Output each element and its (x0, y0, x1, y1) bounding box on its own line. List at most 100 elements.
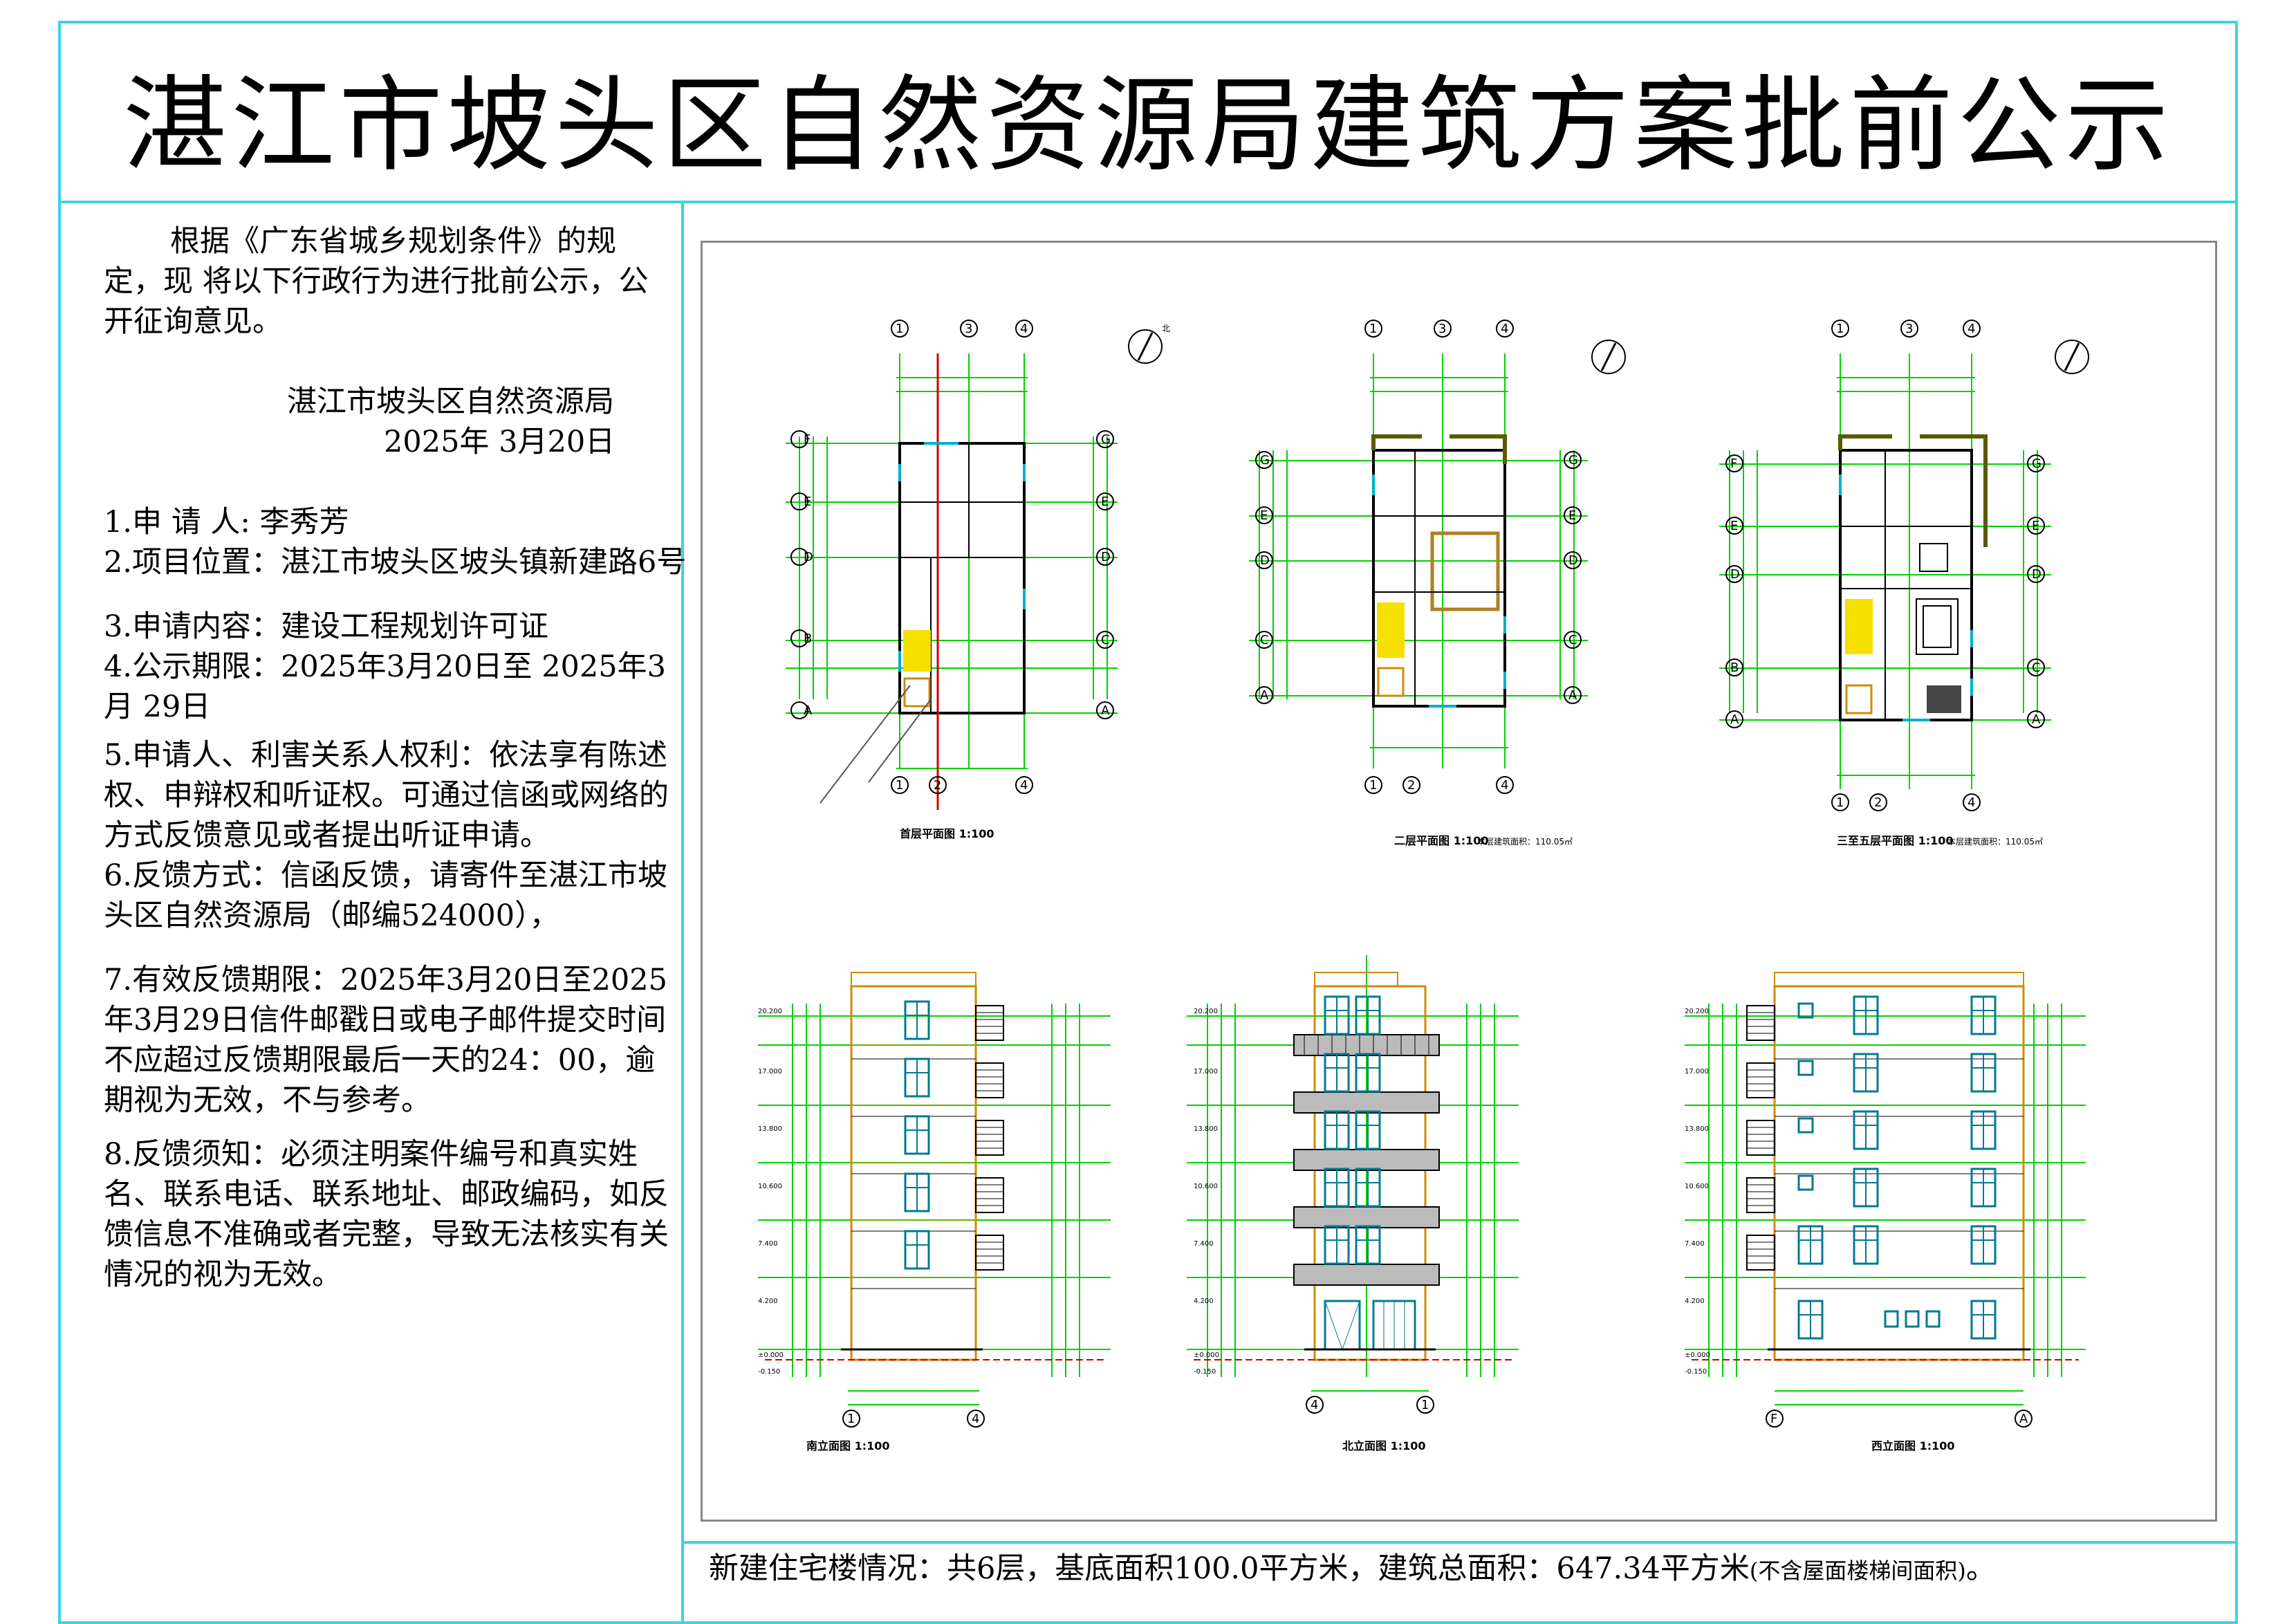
svg-text:G: G (1568, 453, 1578, 468)
level-label: ±0.000 (1194, 1351, 1219, 1359)
svg-text:F: F (1770, 1412, 1777, 1426)
svg-text:E: E (2032, 519, 2039, 533)
svg-text:D: D (2032, 567, 2041, 582)
issuer: 湛江市坡头区自然资源局 (287, 385, 614, 419)
plan2-area: 本层建筑面积：110.05㎡ (1477, 836, 1573, 847)
svg-text:E: E (1260, 508, 1268, 523)
south-elevation: 20.20017.00013.80010.6007.4004.200±0.000… (758, 972, 1111, 1452)
level-label: 17.000 (758, 1068, 782, 1076)
item-period: 4.公示期限：2025年3月20日至 2025年3月 29日 (104, 649, 666, 724)
level-label: -0.150 (1194, 1368, 1216, 1376)
level-label: 17.000 (1685, 1068, 1709, 1076)
level-label: 7.400 (758, 1240, 778, 1248)
svg-text:E: E (1101, 495, 1109, 509)
svg-text:4: 4 (972, 1412, 979, 1426)
svg-text:A: A (1568, 688, 1577, 703)
intro-paragraph: 根据《广东省城乡规划条件》的规定，现 将以下行政行为进行批前公示，公开征询意见。 (104, 224, 649, 339)
item-feedback-period: 7.有效反馈期限：2025年3月20日至2025年3月29日信件邮戳日或电子邮件… (104, 963, 667, 1118)
plan3-area: 本层建筑面积：110.05㎡ (1947, 836, 2043, 847)
svg-text:C: C (1568, 633, 1577, 647)
page-title: 湛江市坡头区自然资源局建筑方案批前公示 (122, 66, 2173, 186)
svg-text:1: 1 (896, 778, 903, 793)
svg-text:1: 1 (896, 322, 903, 336)
level-label: 7.400 (1685, 1240, 1705, 1248)
level-label: 4.200 (1194, 1298, 1214, 1305)
plan2-label: 二层平面图 1:100 (1394, 834, 1489, 847)
north-elevation: 20.200 17.000 13.800 10.600 7.400 4.200 ±0.000… (1187, 955, 1519, 1452)
level-label: -0.150 (758, 1368, 780, 1376)
building-summary: 新建住宅楼情况：共6层，基底面积100.0平方米，建筑总面积：647.34平方米… (709, 1548, 1996, 1591)
issue-date: 2025年 3月20日 (384, 425, 615, 459)
svg-text:B: B (1730, 661, 1739, 675)
level-label: 20.200 (1685, 1008, 1709, 1015)
svg-text:E: E (1568, 508, 1576, 523)
svg-text:2: 2 (1874, 795, 1882, 810)
svg-text:4: 4 (1020, 322, 1028, 336)
svg-text:3: 3 (1905, 322, 1913, 336)
notice-text: 根据《广东省城乡规划条件》的规定，现 将以下行政行为进行批前公示，公开征询意见。… (104, 221, 687, 1295)
level-label: ±0.000 (1685, 1351, 1710, 1359)
elev3-label: 西立面图 1:100 (1871, 1439, 1955, 1452)
svg-text:E: E (1730, 519, 1738, 533)
svg-text:C: C (2032, 661, 2041, 675)
svg-text:4: 4 (1967, 795, 1975, 810)
item-content: 3.申请内容：建设工程规划许可证 (104, 609, 549, 644)
level-label: 20.200 (758, 1008, 782, 1015)
architectural-drawings: F E D B A G E D C A 1 3 4 1 2 4 北 首层平面图 1:100 G E D C A (758, 320, 2089, 1452)
summary-note: (不含屋面楼梯间面积) (1749, 1558, 1966, 1584)
plan3-label: 三至五层平面图 1:100 (1837, 834, 1954, 847)
item-location: 2.项目位置：湛江市坡头区坡头镇新建路6号 (104, 545, 687, 580)
elev2-label: 北立面图 1:100 (1342, 1439, 1426, 1452)
level-label: 13.800 (1194, 1125, 1218, 1133)
item-feedback-method: 6.反馈方式：信函反馈，请寄件至湛江市坡头区自然资源局（邮编524000）， (104, 858, 668, 933)
svg-text:A: A (2032, 712, 2041, 727)
drawing-panel: F E D B A G E D C A 1 3 4 1 2 4 北 首层平面图 1:100 G E D C A (701, 241, 2217, 1522)
level-label: 13.800 (1685, 1125, 1709, 1133)
svg-text:1: 1 (1836, 795, 1844, 810)
svg-text:D: D (1260, 553, 1270, 568)
elev1-label: 南立面图 1:100 (806, 1439, 890, 1452)
item-rights: 5.申请人、利害关系人权利：依法享有陈述权、申辩权和听证权。可通过信函或网络的方… (104, 738, 669, 853)
svg-text:A: A (2019, 1412, 2028, 1426)
plan1-label: 首层平面图 1:100 (900, 827, 994, 840)
item-feedback-notice: 8.反馈须知：必须注明案件编号和真实姓名、联系电话、联系地址、邮政编码，如反馈信… (104, 1137, 669, 1292)
column-divider (681, 201, 684, 1624)
svg-text:1: 1 (1369, 322, 1377, 336)
svg-text:1: 1 (1836, 322, 1844, 336)
svg-text:2: 2 (1407, 778, 1415, 793)
svg-text:3: 3 (965, 322, 972, 336)
svg-text:G: G (1101, 432, 1111, 447)
level-label: ±0.000 (758, 1351, 784, 1359)
svg-text:2: 2 (934, 778, 941, 793)
svg-text:G: G (1260, 453, 1270, 468)
level-label: 10.600 (1194, 1183, 1218, 1190)
svg-text:C: C (1260, 633, 1269, 647)
svg-text:D: D (1568, 553, 1578, 568)
summary-end: 。 (1965, 1551, 1996, 1586)
level-label: 13.800 (758, 1125, 782, 1133)
svg-text:1: 1 (847, 1412, 855, 1426)
level-label: 4.200 (758, 1298, 778, 1305)
svg-text:4: 4 (1501, 778, 1508, 793)
svg-text:4: 4 (1020, 778, 1028, 793)
svg-text:F: F (1730, 456, 1737, 471)
summary-main: 新建住宅楼情况：共6层，基底面积100.0平方米，建筑总面积：647.34平方米 (709, 1551, 1750, 1586)
svg-text:A: A (1101, 703, 1110, 718)
item-applicant: 1.申 请 人: 李秀芳 (104, 505, 349, 539)
north-label: 北 (1162, 324, 1170, 333)
svg-text:A: A (1730, 712, 1739, 727)
bottom-divider (681, 1541, 2238, 1544)
svg-text:4: 4 (1501, 322, 1508, 336)
level-label: 20.200 (1194, 1008, 1218, 1015)
svg-text:G: G (2032, 456, 2041, 471)
svg-text:4: 4 (1967, 322, 1975, 336)
svg-text:D: D (1101, 550, 1111, 564)
level-label: -0.150 (1685, 1368, 1707, 1376)
level-label: 4.200 (1685, 1298, 1705, 1305)
svg-text:1: 1 (1369, 778, 1377, 793)
level-label: 7.400 (1194, 1240, 1214, 1248)
level-label: 17.000 (1194, 1068, 1218, 1076)
